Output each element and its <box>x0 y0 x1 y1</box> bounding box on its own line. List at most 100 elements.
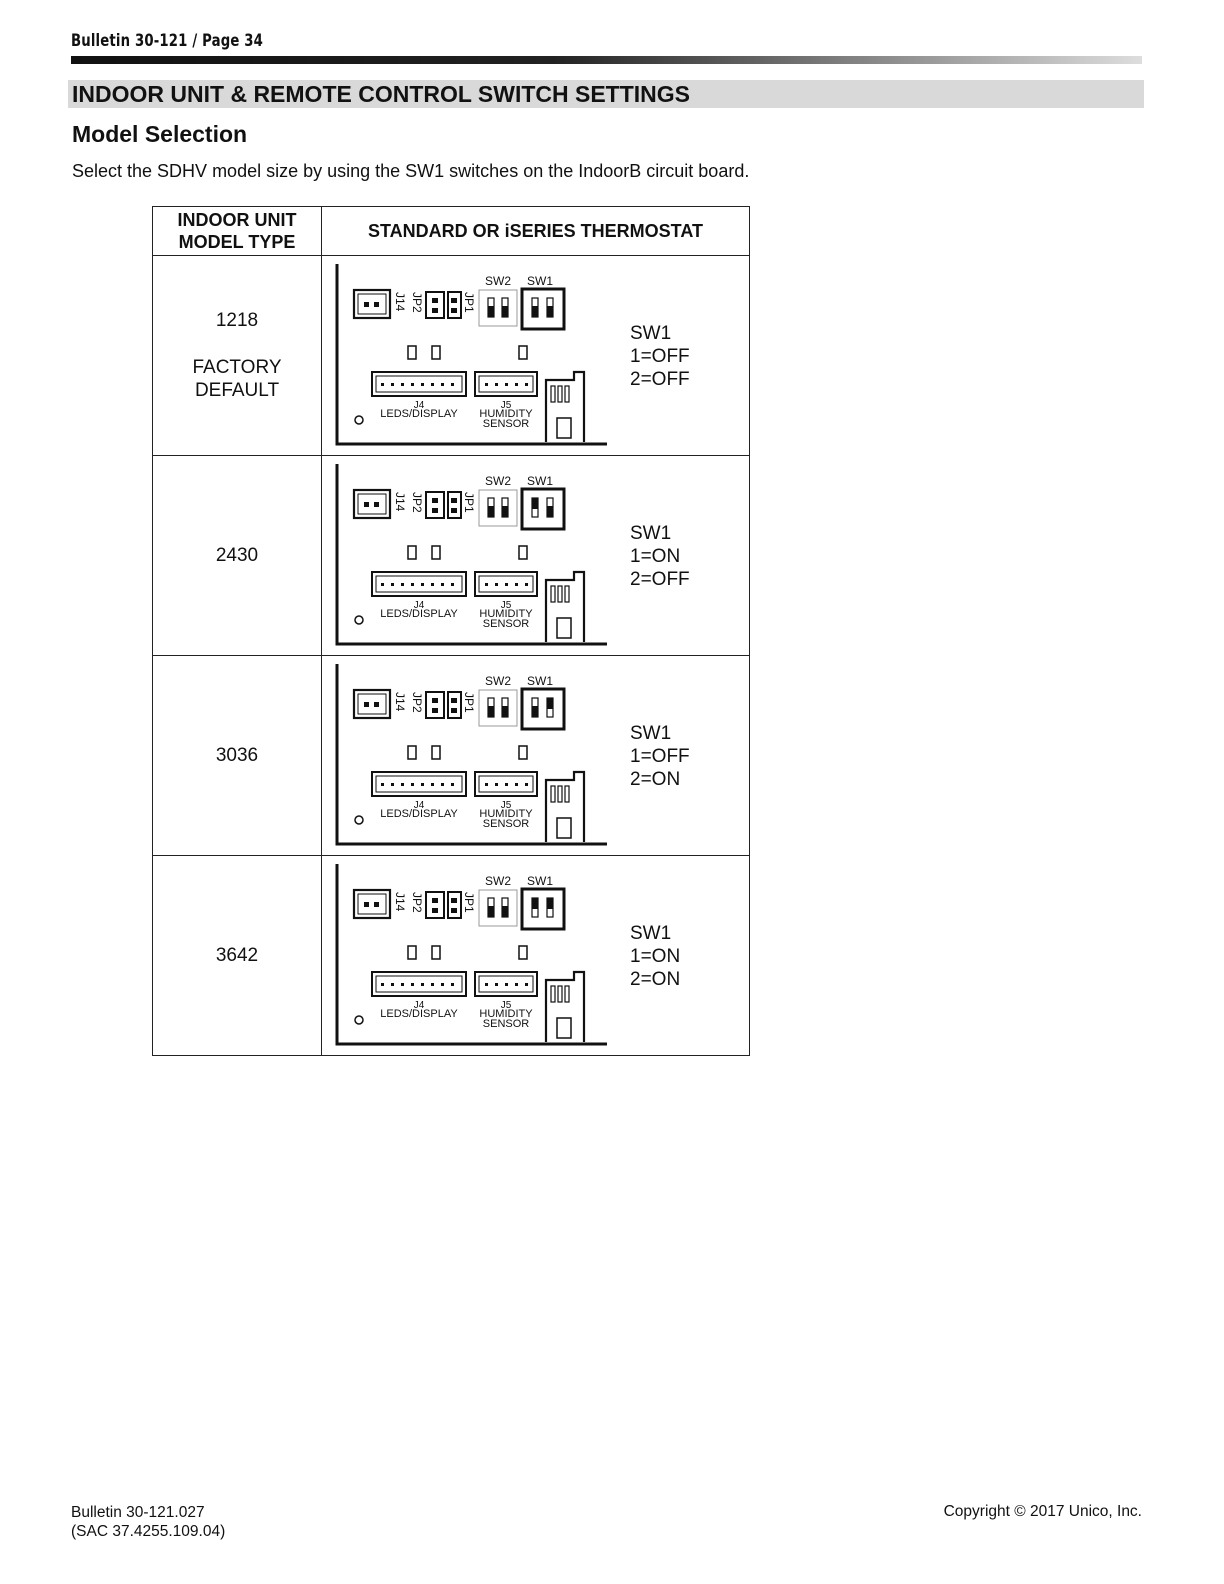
j4-pin <box>431 383 434 386</box>
led-indicator <box>431 345 441 360</box>
terminal-block <box>544 370 586 442</box>
column-header-model-line1: INDOOR UNIT <box>177 210 297 230</box>
footer-bulletin-number: Bulletin 30-121.027 <box>71 1504 205 1521</box>
footer-bulletin-info: Bulletin 30-121.027 (SAC 37.4255.109.04) <box>71 1503 225 1541</box>
board-edge <box>335 264 607 446</box>
j14-pin <box>364 302 369 307</box>
j4-pin <box>401 983 404 986</box>
jp2-pin <box>432 708 438 713</box>
j4-pin <box>401 783 404 786</box>
table-header-row: INDOOR UNIT MODEL TYPE STANDARD OR iSERI… <box>152 206 750 256</box>
column-header-model-line2: MODEL TYPE <box>178 232 296 252</box>
board-edge <box>335 464 607 646</box>
terminal-fin <box>550 785 556 803</box>
jp2-pin <box>432 498 438 503</box>
led-indicator <box>407 745 417 760</box>
j14-pin <box>374 302 379 307</box>
terminal-window <box>556 1017 572 1039</box>
j4-label: J4 <box>414 1000 425 1011</box>
terminal-fin <box>557 585 563 603</box>
terminal-block <box>544 570 586 642</box>
led-indicator <box>518 545 528 560</box>
board-edge <box>335 864 607 1046</box>
jp1-pin <box>451 508 457 513</box>
sw2-label: SW2 <box>485 674 511 688</box>
switch-setting-position-2: 2=OFF <box>630 569 690 590</box>
j14-pin <box>364 702 369 707</box>
sw2-slider <box>488 706 494 717</box>
j14-label: J14 <box>393 492 407 512</box>
j4-label: J4 <box>414 600 425 611</box>
sw2-dip-switch <box>478 489 518 527</box>
footer-sac-number: (SAC 37.4255.109.04) <box>71 1523 226 1540</box>
jp1-pin <box>451 498 457 503</box>
j4-description: LEDS/DISPLAY <box>380 408 458 420</box>
j4-connector-inner <box>375 975 463 993</box>
j5-pin <box>495 383 498 386</box>
model-number: 1218 <box>215 310 259 331</box>
j4-pin <box>381 983 384 986</box>
subsection-title: Model Selection <box>72 121 248 147</box>
j4-pin <box>391 783 394 786</box>
j14-pin <box>374 702 379 707</box>
j4-connector <box>371 771 467 797</box>
j4-description: LEDS/DISPLAY <box>380 608 458 620</box>
j14-label: J14 <box>393 692 407 712</box>
j14-connector <box>352 288 392 320</box>
j14-connector <box>352 888 392 920</box>
switch-setting-title: SW1 <box>630 923 672 944</box>
switch-setting-position-1: 1=ON <box>630 946 681 967</box>
j5-description: HUMIDITY <box>479 1008 533 1020</box>
j5-pin <box>525 383 528 386</box>
switch-setting-text: SW1 1=ON 2=ON <box>630 922 680 991</box>
terminal-fin <box>550 985 556 1003</box>
j5-connector <box>474 571 538 597</box>
sw2-dip-switch <box>478 289 518 327</box>
model-note-line1: FACTORY <box>192 357 282 378</box>
j4-pin <box>451 783 454 786</box>
sw1-label: SW1 <box>527 474 553 488</box>
mounting-hole <box>354 1015 364 1025</box>
jp2-jumper <box>425 691 445 719</box>
terminal-fin <box>550 385 556 403</box>
j14-pin <box>374 902 379 907</box>
j4-pin <box>411 383 414 386</box>
j14-pin <box>364 502 369 507</box>
j4-connector <box>371 571 467 597</box>
jp2-pin <box>432 298 438 303</box>
sw2-slider <box>502 506 508 517</box>
jp2-label: JP2 <box>410 892 424 913</box>
j5-pin <box>485 783 488 786</box>
jp1-pin <box>451 708 457 713</box>
model-cell: 2430 <box>152 455 322 656</box>
j4-pin <box>441 983 444 986</box>
led-indicator <box>407 545 417 560</box>
sw1-label: SW1 <box>527 874 553 888</box>
j5-description: SENSOR <box>483 618 530 630</box>
sw2-label: SW2 <box>485 874 511 888</box>
j4-pin <box>431 783 434 786</box>
j5-pin <box>485 983 488 986</box>
j4-pin <box>421 983 424 986</box>
j5-description: SENSOR <box>483 1018 530 1030</box>
sw1-slider <box>532 306 538 317</box>
jp1-jumper <box>447 691 462 719</box>
j5-pin <box>515 383 518 386</box>
led-indicator <box>518 945 528 960</box>
sw2-slider <box>502 706 508 717</box>
jp1-pin <box>451 308 457 313</box>
j5-connector-inner <box>478 775 534 793</box>
mounting-hole <box>354 615 364 625</box>
jp2-jumper <box>425 491 445 519</box>
model-cell: 1218 FACTORY DEFAULT <box>152 255 322 456</box>
j4-pin <box>381 783 384 786</box>
j5-connector-inner <box>478 375 534 393</box>
sw1-slider <box>532 706 538 717</box>
j4-connector <box>371 371 467 397</box>
